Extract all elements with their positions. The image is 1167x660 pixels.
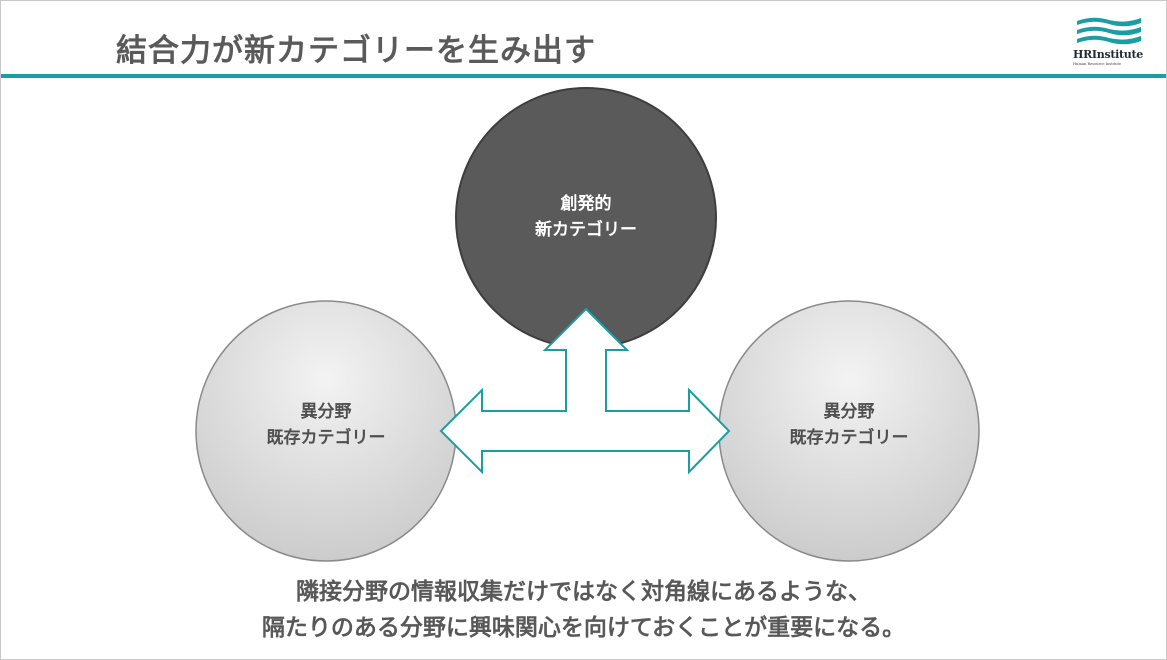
caption-line1: 隣接分野の情報収集だけではなく対角線にあるような、 — [296, 579, 871, 605]
three-way-arrow — [439, 307, 731, 475]
right-circle-line1: 異分野 — [823, 402, 875, 422]
logo-wordmark: HRInstitute — [1073, 48, 1143, 61]
logo-subtitle: Human Resource Institute — [1073, 62, 1122, 66]
top-circle-label: 創発的 新カテゴリー — [486, 191, 686, 243]
title-divider — [1, 74, 1166, 78]
right-circle-line2: 既存カテゴリー — [789, 428, 909, 448]
left-circle-line2: 既存カテゴリー — [266, 428, 386, 448]
slide-caption: 隣接分野の情報収集だけではなく対角線にあるような、 隔たりのある分野に興味関心を… — [1, 574, 1166, 646]
top-circle-line2: 新カテゴリー — [535, 220, 637, 240]
top-circle-line1: 創発的 — [560, 194, 612, 214]
right-circle-label: 異分野 既存カテゴリー — [749, 399, 949, 451]
left-circle-line1: 異分野 — [300, 402, 352, 422]
slide-title: 結合力が新カテゴリーを生み出す — [116, 33, 596, 69]
hr-institute-logo: HRInstitute Human Resource Institute — [1073, 15, 1145, 73]
logo-waves-icon — [1077, 17, 1141, 45]
caption-line2: 隔たりのある分野に興味関心を向けておくことが重要になる。 — [261, 615, 906, 641]
left-circle-label: 異分野 既存カテゴリー — [226, 399, 426, 451]
